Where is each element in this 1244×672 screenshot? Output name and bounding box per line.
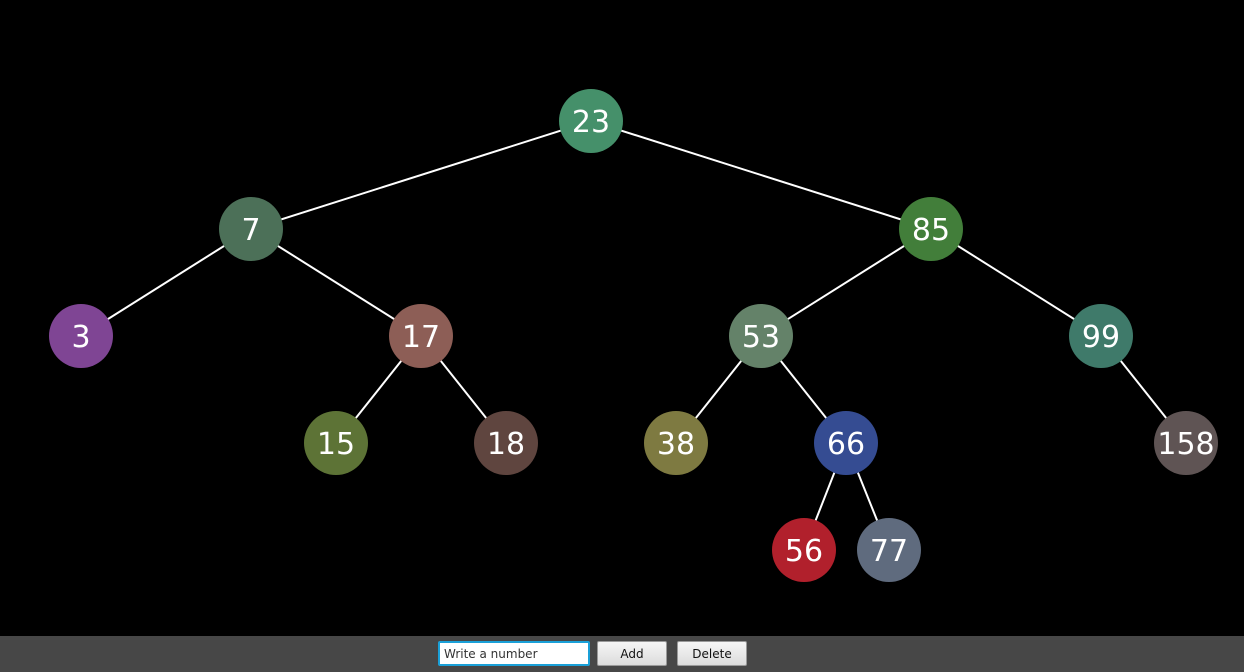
tree-edge-85-53: [760, 228, 932, 337]
node-label: 77: [870, 534, 908, 569]
node-circle: [857, 518, 921, 582]
node-label: 7: [241, 213, 260, 248]
tree-node-38[interactable]: 38: [644, 411, 708, 475]
node-circle: [1154, 411, 1218, 475]
node-circle: [389, 304, 453, 368]
node-label: 99: [1082, 320, 1120, 355]
tree-node-15[interactable]: 15: [304, 411, 368, 475]
nodes-layer: 23 7 85 3 17 53 99 15 18 38 66 158 56 77: [49, 89, 1218, 582]
tree-node-18[interactable]: 18: [474, 411, 538, 475]
tree-edge-23-85: [590, 120, 932, 230]
tree-node-17[interactable]: 17: [389, 304, 453, 368]
node-circle: [729, 304, 793, 368]
edges-layer: [80, 120, 1187, 551]
node-label: 18: [487, 427, 525, 462]
node-circle: [474, 411, 538, 475]
tree-node-99[interactable]: 99: [1069, 304, 1133, 368]
delete-button[interactable]: Delete: [677, 641, 747, 666]
node-label: 15: [317, 427, 355, 462]
tree-node-53[interactable]: 53: [729, 304, 793, 368]
tree-node-7[interactable]: 7: [219, 197, 283, 261]
node-circle: [772, 518, 836, 582]
node-circle: [1069, 304, 1133, 368]
tree-node-66[interactable]: 66: [814, 411, 878, 475]
tree-edge-85-99: [930, 228, 1102, 337]
node-label: 17: [402, 320, 440, 355]
node-label: 3: [71, 320, 90, 355]
bottom-toolbar: Add Delete: [0, 636, 1244, 672]
tree-edge-23-7: [250, 120, 592, 230]
node-label: 23: [572, 105, 610, 140]
tree-canvas: 23 7 85 3 17 53 99 15 18 38 66 158 56 77: [49, 89, 1218, 582]
node-label: 53: [742, 320, 780, 355]
node-label: 158: [1157, 427, 1214, 462]
node-circle: [899, 197, 963, 261]
number-input[interactable]: [438, 641, 590, 666]
node-label: 38: [657, 427, 695, 462]
node-circle: [814, 411, 878, 475]
tree-edge-7-17: [250, 228, 422, 337]
tree-diagram: 23 7 85 3 17 53 99 15 18 38 66 158 56 77: [49, 89, 1218, 582]
node-circle: [49, 304, 113, 368]
add-button[interactable]: Add: [597, 641, 667, 666]
tree-node-23[interactable]: 23: [559, 89, 623, 153]
node-label: 66: [827, 427, 865, 462]
tree-node-85[interactable]: 85: [899, 197, 963, 261]
node-circle: [559, 89, 623, 153]
node-circle: [219, 197, 283, 261]
node-label: 85: [912, 213, 950, 248]
tree-node-56[interactable]: 56: [772, 518, 836, 582]
tree-node-3[interactable]: 3: [49, 304, 113, 368]
node-label: 56: [785, 534, 823, 569]
tree-edge-7-3: [80, 228, 252, 337]
node-circle: [644, 411, 708, 475]
tree-node-158[interactable]: 158: [1154, 411, 1218, 475]
tree-node-77[interactable]: 77: [857, 518, 921, 582]
node-circle: [304, 411, 368, 475]
